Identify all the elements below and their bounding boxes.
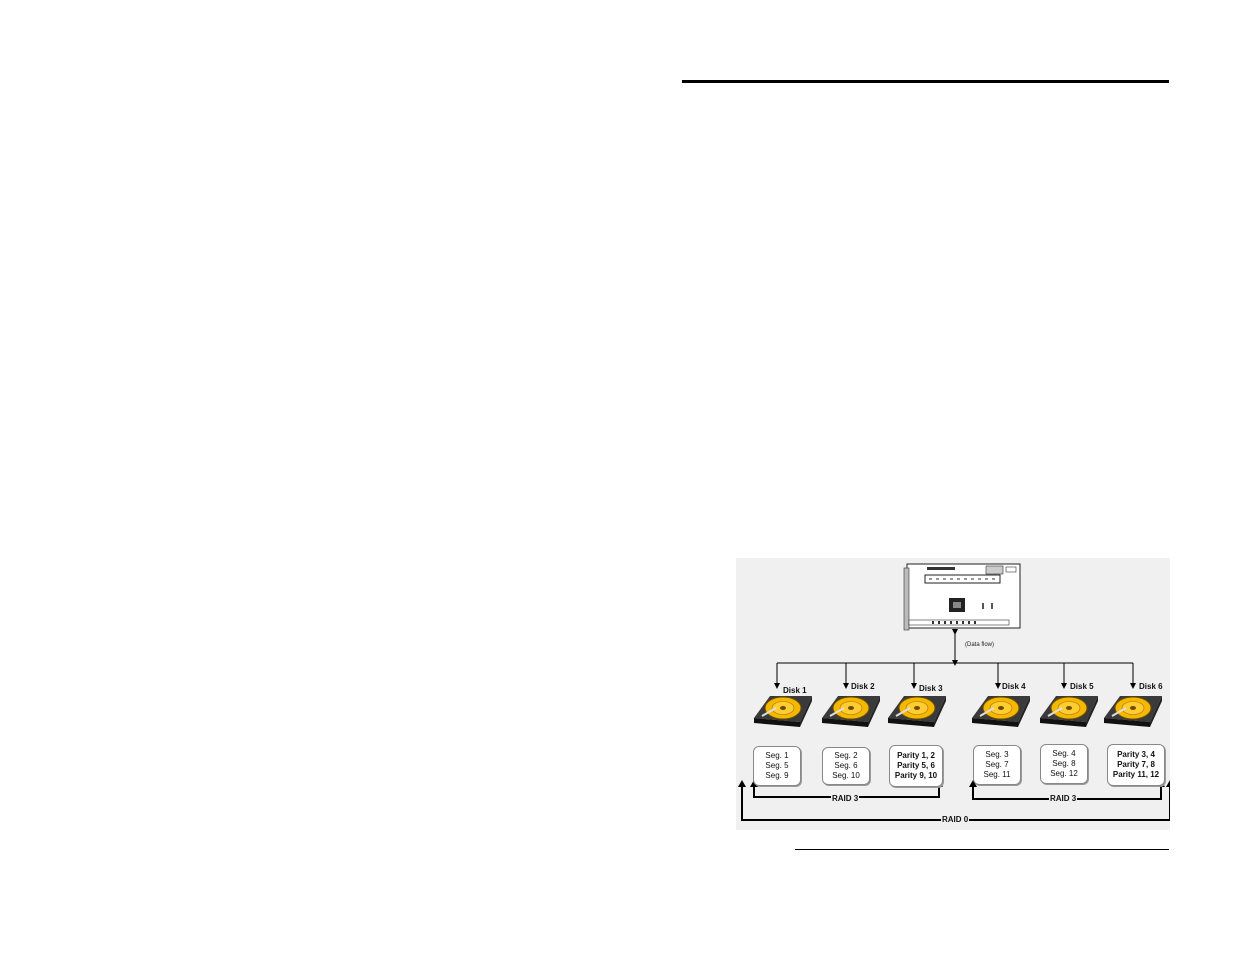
disk-label-5: Disk 5 [1070,682,1094,691]
disk-label-6: Disk 6 [1139,682,1163,691]
segment-text: Seg. 4 [1052,749,1076,758]
disk-icon-3 [887,695,947,728]
disk-label-4: Disk 4 [1002,682,1026,691]
segment-text: Seg. 1 [765,751,789,760]
segment-text: Seg. 9 [765,771,789,780]
disk-label-2: Disk 2 [851,682,875,691]
segment-box-4: Seg. 3 Seg. 7 Seg. 11 [973,745,1021,785]
disk-icon-5 [1039,695,1099,728]
disk-icon-6 [1103,695,1163,728]
disk-icon-2 [821,695,881,728]
segment-text: Seg. 6 [834,761,858,770]
parity-text: Parity 9, 10 [894,771,938,780]
parity-text: Parity 1, 2 [897,751,935,760]
segment-box-3: Parity 1, 2 Parity 5, 6 Parity 9, 10 [889,745,943,787]
disk-icon-1 [753,695,813,728]
disk-label-3: Disk 3 [919,684,943,693]
segment-box-1: Seg. 1 Seg. 5 Seg. 9 [753,746,801,786]
segment-text: Seg. 5 [765,761,789,770]
segment-text: Seg. 7 [985,760,1009,769]
segment-box-5: Seg. 4 Seg. 8 Seg. 12 [1040,744,1088,784]
segment-box-2: Seg. 2 Seg. 6 Seg. 10 [822,747,870,785]
data-flow-label: (Data flow) [965,642,995,648]
top-rule [682,80,1169,83]
segment-text: Seg. 10 [832,771,860,780]
raid-0-label: RAID 0 [941,815,970,824]
parity-text: Parity 3, 4 [1117,750,1155,759]
segment-text: Seg. 11 [983,770,1011,779]
disk-icon-4 [971,695,1031,728]
parity-text: Parity 11, 12 [1112,770,1160,779]
parity-text: Parity 5, 6 [897,761,935,770]
segment-text: Seg. 3 [985,750,1009,759]
segment-text: Seg. 2 [834,751,858,760]
raid-controller-card [903,563,1021,631]
raid-arrowheads [738,780,1170,787]
disk-drop-lines [774,663,1136,689]
bottom-rule [795,849,1169,850]
disk-label-1: Disk 1 [783,686,807,695]
segment-text: Seg. 8 [1052,759,1076,768]
raid-diagram: (Data flow) Disk 1 Disk 2 Disk 3 Disk 4 … [736,558,1170,830]
parity-text: Parity 7, 8 [1117,760,1155,769]
segment-box-6: Parity 3, 4 Parity 7, 8 Parity 11, 12 [1107,744,1165,786]
segment-text: Seg. 12 [1050,769,1078,778]
raid-3-label-right: RAID 3 [1049,794,1078,803]
raid-3-label-left: RAID 3 [831,794,860,803]
